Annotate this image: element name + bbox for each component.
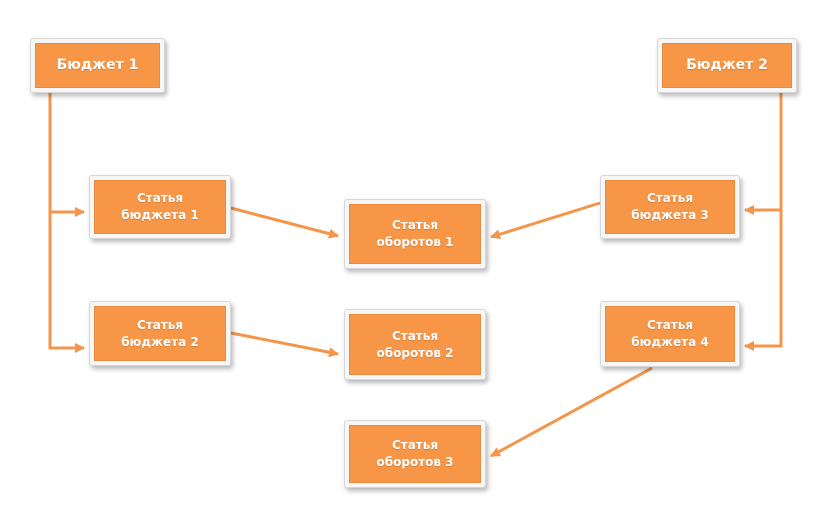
node-label: Статья бюджета 2 xyxy=(121,317,199,349)
node-budget-item-2: Статья бюджета 2 xyxy=(89,301,231,366)
edge-item3-turnover1 xyxy=(490,201,601,240)
node-label: Статья оборотов 1 xyxy=(376,218,454,249)
node-budget-2: Бюджет 2 xyxy=(657,38,797,93)
edge-budget1-item2 xyxy=(48,212,85,353)
node-turnover-item-3: Статья оборотов 3 xyxy=(344,420,486,488)
edge-item2-turnover2 xyxy=(230,331,339,358)
node-label: Статья оборотов 3 xyxy=(376,438,454,469)
node-label: Статья бюджета 4 xyxy=(631,318,709,349)
node-budget-item-1: Статья бюджета 1 xyxy=(89,175,231,239)
edge-item1-turnover1 xyxy=(230,206,339,239)
node-label: Статья бюджета 3 xyxy=(631,191,709,222)
node-label: Статья оборотов 2 xyxy=(376,328,454,360)
edge-budget2-item3 xyxy=(744,92,783,215)
edge-budget1-item1 xyxy=(48,92,85,217)
node-budget-1: Бюджет 1 xyxy=(30,38,165,93)
node-label: Бюджет 1 xyxy=(56,57,139,73)
node-budget-item-3: Статья бюджета 3 xyxy=(600,175,740,239)
node-turnover-item-1: Статья оборотов 1 xyxy=(344,199,486,269)
node-budget-item-4: Статья бюджета 4 xyxy=(600,301,740,367)
edge-budget2-item4 xyxy=(744,210,783,351)
node-label: Статья бюджета 1 xyxy=(121,191,199,222)
node-turnover-item-2: Статья оборотов 2 xyxy=(344,309,486,380)
node-label: Бюджет 2 xyxy=(686,57,768,73)
edge-item4-turnover3 xyxy=(490,366,653,458)
